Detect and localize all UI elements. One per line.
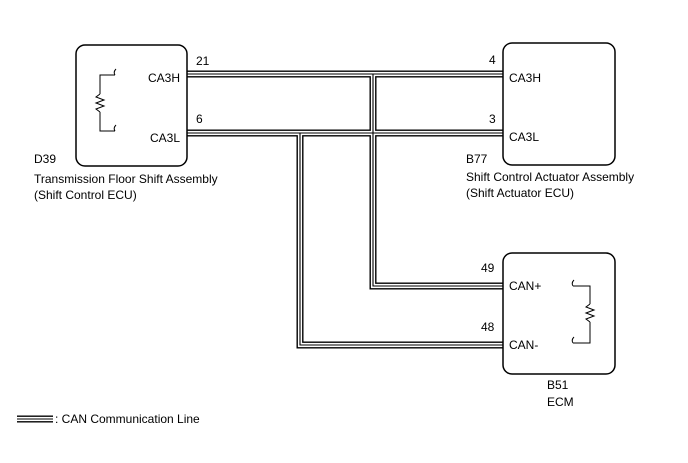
d39-code: D39: [34, 152, 56, 166]
b51-terminal-can-plus: CAN+: [509, 279, 541, 293]
b77-code: B77: [466, 152, 488, 166]
d39-transmission-floor-shift-assembly: CA3H CA3L 21 6 D39 Transmission Floor Sh…: [34, 44, 218, 202]
b51-pin-48: 48: [481, 320, 495, 334]
legend: : CAN Communication Line: [17, 412, 200, 426]
b51-terminal-can-minus: CAN-: [509, 338, 538, 352]
b77-pin-4: 4: [489, 53, 496, 67]
d39-name: Transmission Floor Shift Assembly: [34, 172, 218, 186]
b77-box: [502, 42, 616, 166]
d39-pin-21: 21: [196, 54, 210, 68]
b51-box: [502, 252, 616, 375]
b51-code: B51: [547, 378, 569, 392]
d39-pin-6: 6: [196, 112, 203, 126]
resistor-icon: [571, 279, 596, 344]
d39-terminal-ca3l: CA3L: [150, 131, 180, 145]
b77-shift-control-actuator-assembly: CA3H CA3L 4 3 B77 Shift Control Actuator…: [466, 42, 634, 200]
resistor-icon: [94, 68, 117, 132]
legend-text: : CAN Communication Line: [55, 412, 200, 426]
d39-subname: (Shift Control ECU): [34, 188, 137, 202]
b51-name: ECM: [547, 395, 574, 409]
d39-terminal-ca3h: CA3H: [148, 71, 180, 85]
b51-ecm: CAN+ CAN- 49 48 B51 ECM: [481, 252, 616, 409]
can-wires: [187, 70, 503, 349]
b77-subname: (Shift Actuator ECU): [466, 186, 574, 200]
d39-box: [75, 44, 188, 167]
b77-pin-3: 3: [489, 112, 496, 126]
b77-terminal-ca3h: CA3H: [509, 71, 541, 85]
b77-terminal-ca3l: CA3L: [509, 130, 539, 144]
b77-name: Shift Control Actuator Assembly: [466, 170, 634, 184]
b51-pin-49: 49: [481, 261, 495, 275]
